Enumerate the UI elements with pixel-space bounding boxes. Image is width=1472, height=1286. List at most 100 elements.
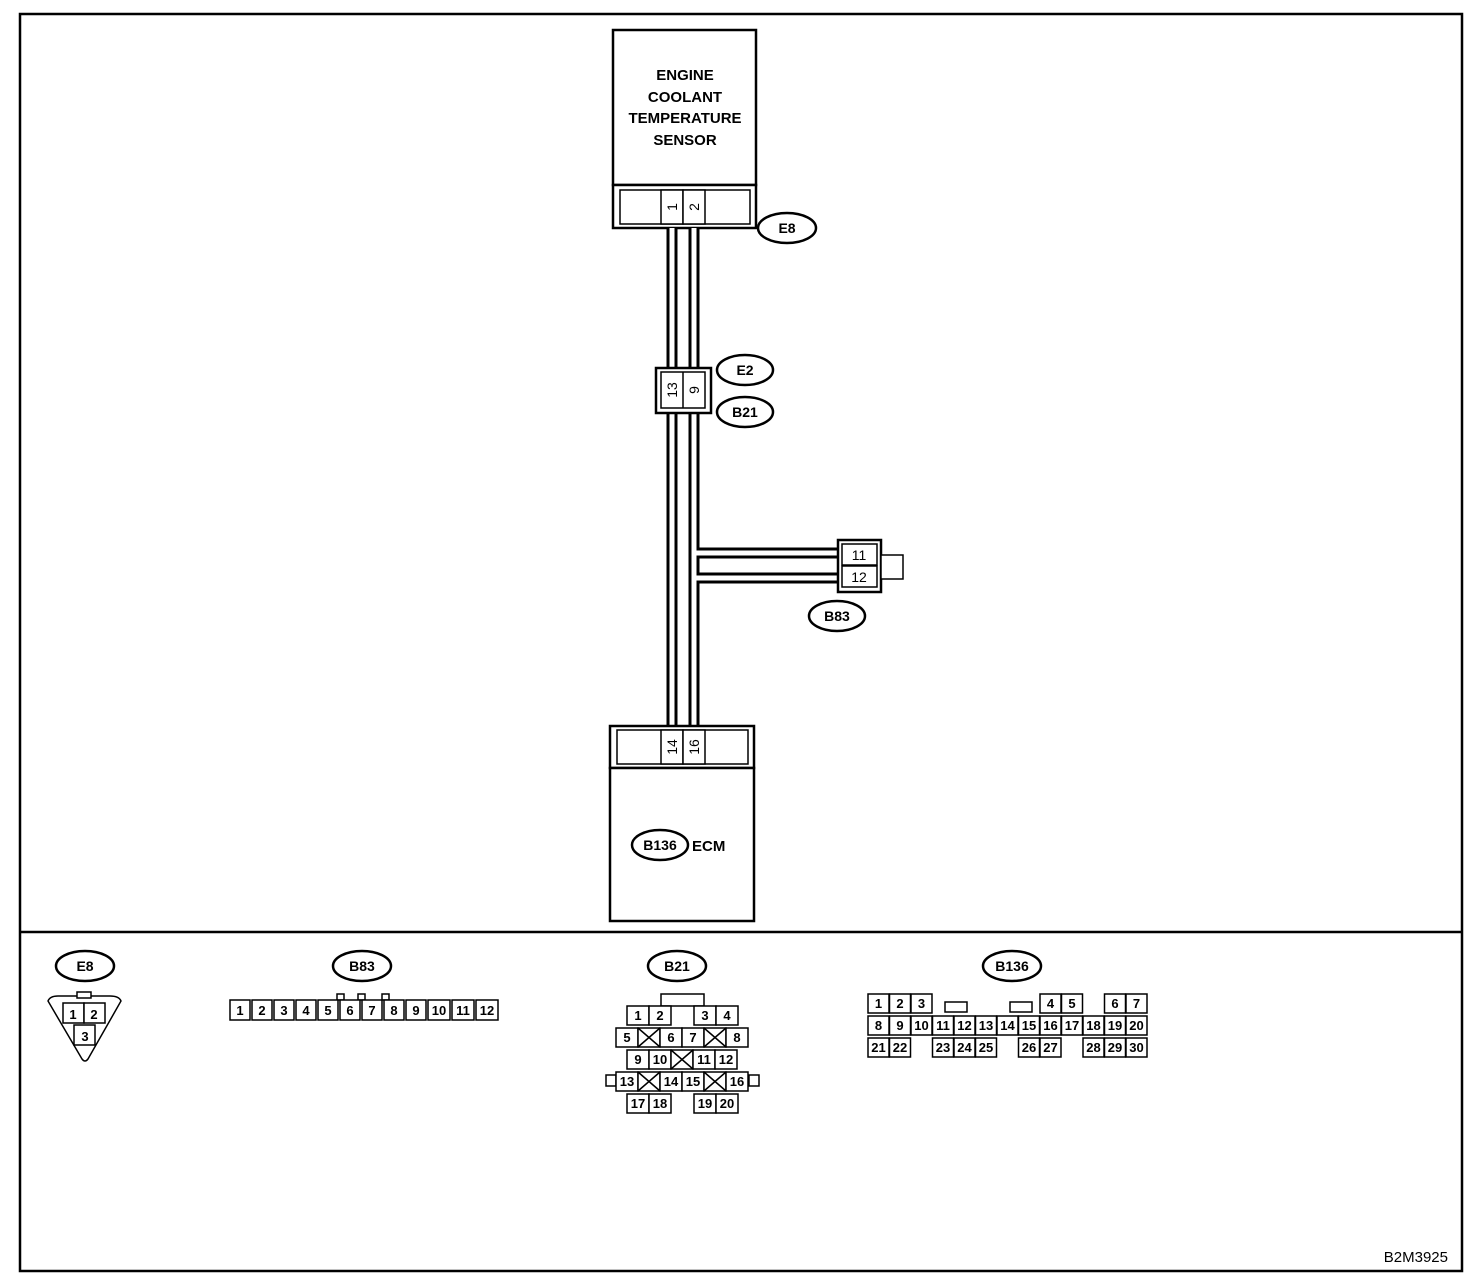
sensor-label-line-3: TEMPERATURE	[628, 110, 741, 127]
legend-e8-pin: 1	[69, 1007, 76, 1022]
legend-b83-pin: 11	[456, 1003, 470, 1018]
legend-b21-pin: 8	[733, 1030, 740, 1045]
legend-e8-pin: 2	[90, 1007, 97, 1022]
b83-plug: 11 12	[836, 538, 904, 594]
legend-b136-pin: 28	[1086, 1040, 1100, 1055]
ecm-connector-tag: B136	[643, 837, 677, 853]
legend-b136-pin: 8	[875, 1018, 882, 1033]
legend-b83-cell	[273, 999, 295, 1021]
legend-b136-pin: 11	[936, 1018, 950, 1033]
ecm-pin-16: 16	[686, 739, 702, 755]
legend-b21-pin: 9	[634, 1052, 641, 1067]
legend-b21-cell	[725, 1027, 749, 1048]
legend-b21-pin: 17	[631, 1096, 645, 1111]
legend-b21-pin: 15	[686, 1074, 700, 1089]
legend-b136-pin: 23	[936, 1040, 950, 1055]
legend-b83-cell	[475, 999, 499, 1021]
legend-b83-pin: 5	[324, 1003, 331, 1018]
tag-e8-text: E8	[778, 220, 795, 236]
legend-b136-pin: 27	[1043, 1040, 1057, 1055]
legend-b83-pin: 6	[346, 1003, 353, 1018]
legend-b21-blank-cross	[703, 1027, 727, 1048]
legend-b136-cell	[1125, 993, 1148, 1014]
sensor-label-line-1: ENGINE	[656, 67, 714, 84]
legend-b136-pin: 15	[1022, 1018, 1036, 1033]
legend-b136-pin: 25	[979, 1040, 993, 1055]
sensor-pin-1: 1	[664, 203, 680, 211]
tag-e2: E2	[715, 353, 775, 387]
tag-b83-text: B83	[824, 608, 850, 624]
tag-b21: B21	[715, 395, 775, 429]
diagram-frame	[18, 12, 1464, 1273]
legend-b21-tag: B21	[664, 958, 690, 974]
legend-b136-pin: 2	[896, 996, 903, 1011]
legend-b136-pin: 29	[1108, 1040, 1122, 1055]
legend-b136-pin: 10	[914, 1018, 928, 1033]
legend-b136-tag: B136	[995, 958, 1029, 974]
b83-pin-11: 11	[852, 547, 867, 563]
legend-b83-cell	[383, 999, 405, 1021]
legend-b83-cell	[339, 999, 361, 1021]
legend-b136-pin: 26	[1022, 1040, 1036, 1055]
legend-b136-pin: 24	[957, 1040, 972, 1055]
legend-e8-pin: 3	[81, 1029, 88, 1044]
legend-b21-pin: 5	[623, 1030, 630, 1045]
legend-b136-pin: 30	[1129, 1040, 1143, 1055]
legend-b136-pin: 6	[1111, 996, 1118, 1011]
legend-b83-cell	[251, 999, 273, 1021]
legend-b21-pin: 13	[620, 1074, 634, 1089]
legend-b136-pin: 12	[957, 1018, 971, 1033]
sensor-label-line-2: COOLANT	[648, 89, 722, 106]
legend-b83-cell	[405, 999, 427, 1021]
legend-b83-pin: 9	[412, 1003, 419, 1018]
legend-b21-latch	[660, 993, 705, 1007]
tag-e2-text: E2	[736, 362, 753, 378]
legend-b136-cell	[1125, 1037, 1148, 1058]
legend-b83-cell	[295, 999, 317, 1021]
legend-b136-pin: 20	[1129, 1018, 1143, 1033]
joint-connector-e2-b21: 13 9	[654, 366, 713, 415]
legend-b136-pin: 3	[918, 996, 925, 1011]
joint-pin-9: 9	[686, 386, 702, 394]
legend-b136-pin: 4	[1047, 996, 1055, 1011]
legend-b21-cell	[714, 1049, 738, 1070]
sensor-label-line-4: SENSOR	[653, 132, 717, 149]
legend-b83-pin: 8	[390, 1003, 397, 1018]
legend-b21-pin: 12	[719, 1052, 733, 1067]
legend-b136-pin: 16	[1043, 1018, 1057, 1033]
legend-b21-blank-cross	[670, 1049, 694, 1070]
b83-pin-12: 12	[851, 569, 867, 585]
legend-b21-blank-cross	[703, 1071, 727, 1092]
legend-b136-latch	[1009, 1001, 1033, 1013]
joint-pin-13: 13	[664, 382, 680, 398]
legend-b136-cell	[974, 1037, 998, 1058]
legend-b136-pin: 21	[871, 1040, 885, 1055]
legend-b83-cell	[361, 999, 383, 1021]
legend-b21-pin: 11	[697, 1052, 711, 1067]
figure-code: B2M3925	[1384, 1249, 1448, 1266]
legend-b136-cell	[1125, 1015, 1148, 1036]
legend-b83-latch	[381, 993, 390, 1001]
legend-b21-pin: 6	[667, 1030, 674, 1045]
legend-b136-pin: 19	[1108, 1018, 1122, 1033]
ecm-label: ECM	[692, 838, 725, 855]
legend-b21-pin: 4	[723, 1008, 731, 1023]
legend-b21-cell	[725, 1071, 749, 1092]
legend-b21-pin: 1	[634, 1008, 641, 1023]
legend-b136-cell	[910, 993, 933, 1014]
legend-b83-cell	[427, 999, 451, 1021]
tag-b83: B83	[807, 599, 867, 633]
legend-b21-pin: 18	[653, 1096, 667, 1111]
legend-b21-pin: 2	[656, 1008, 663, 1023]
legend-b83-pin: 4	[302, 1003, 310, 1018]
legend-b136-pin: 13	[979, 1018, 993, 1033]
legend-b21-pin: 14	[664, 1074, 679, 1089]
legend-b136-pin: 17	[1065, 1018, 1079, 1033]
legend-b136-pin: 9	[896, 1018, 903, 1033]
legend-b21-pin: 19	[698, 1096, 712, 1111]
ecm-unit: 14 16 B136 ECM	[608, 724, 756, 923]
legend-b136-pin: 1	[875, 996, 882, 1011]
legend-b136-pin: 18	[1086, 1018, 1100, 1033]
